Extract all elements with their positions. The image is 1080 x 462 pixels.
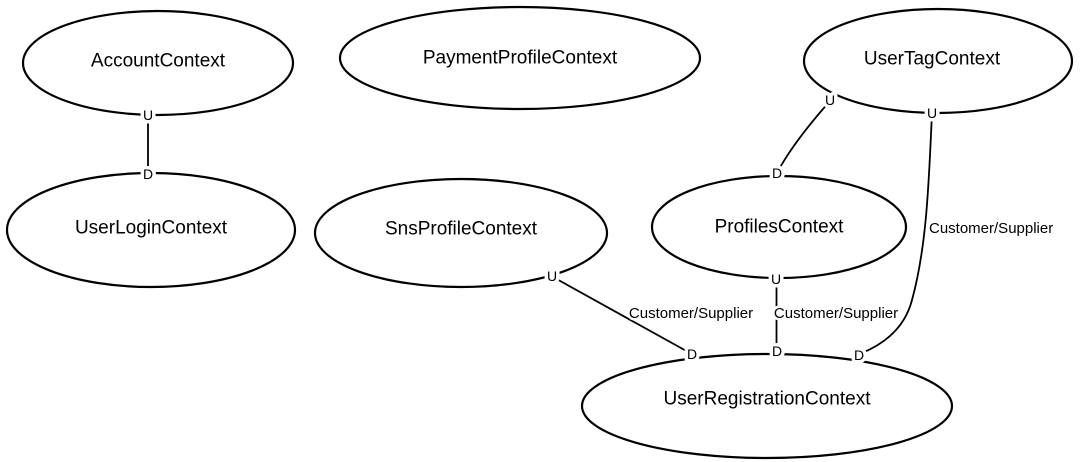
user-tag-context-label: UserTagContext	[864, 49, 1001, 70]
node-user-tag-context: UserTagContext	[802, 7, 1074, 115]
payment-profile-context-label: PaymentProfileContext	[423, 48, 618, 69]
node-payment-profile-context: PaymentProfileContext	[338, 5, 702, 111]
edge-label-profiles-userregistration: Customer/Supplier	[774, 305, 898, 322]
port-downstream-userlogincontext: D	[143, 166, 153, 182]
node-user-registration-context: UserRegistrationContext	[580, 352, 954, 460]
port-upstream-snsprofilecontext: U	[547, 268, 557, 284]
profiles-context-ellipse	[650, 174, 908, 280]
user-login-context-ellipse	[5, 171, 297, 289]
port-downstream-userregistrationcontext-middle: D	[772, 343, 782, 359]
edge-snsprofilecontext-userregistrationcontext	[552, 276, 691, 354]
user-registration-context-ellipse	[580, 352, 954, 460]
port-labels: U D U D U D U D U D	[139, 89, 940, 367]
edge-labels: Customer/Supplier Customer/Supplier Cust…	[626, 218, 1055, 325]
port-downstream-userregistrationcontext-left: D	[687, 346, 697, 362]
sns-profile-context-ellipse	[313, 177, 609, 289]
profiles-context-label: ProfilesContext	[715, 217, 845, 238]
nodes: AccountContext PaymentProfileContext Use…	[5, 5, 1074, 460]
edge-usertagcontext-profilescontext	[777, 100, 831, 172]
node-sns-profile-context: SnsProfileContext	[313, 177, 609, 289]
edge-label-snsprofile-userregistration: Customer/Supplier	[629, 305, 753, 322]
payment-profile-context-ellipse	[338, 5, 702, 111]
user-registration-context-label: UserRegistrationContext	[664, 389, 872, 410]
node-user-login-context: UserLoginContext	[5, 171, 297, 289]
user-login-context-label: UserLoginContext	[75, 218, 228, 239]
port-downstream-profilescontext: D	[772, 165, 782, 181]
sns-profile-context-label: SnsProfileContext	[385, 219, 538, 240]
edges	[147, 100, 933, 354]
account-context-ellipse	[21, 9, 295, 117]
port-upstream-usertagcontext-left: U	[825, 92, 835, 108]
user-tag-context-ellipse	[802, 7, 1074, 115]
node-profiles-context: ProfilesContext	[650, 174, 908, 280]
port-downstream-userregistrationcontext-right: D	[854, 347, 864, 363]
edge-label-usertag-userregistration: Customer/Supplier	[929, 220, 1053, 237]
port-upstream-profilescontext: U	[771, 271, 781, 287]
port-upstream-accountcontext: U	[143, 107, 153, 123]
account-context-label: AccountContext	[91, 51, 226, 72]
edge-usertagcontext-userregistrationcontext	[861, 113, 933, 354]
node-account-context: AccountContext	[21, 9, 295, 117]
port-upstream-usertagcontext-bottom: U	[927, 105, 937, 121]
